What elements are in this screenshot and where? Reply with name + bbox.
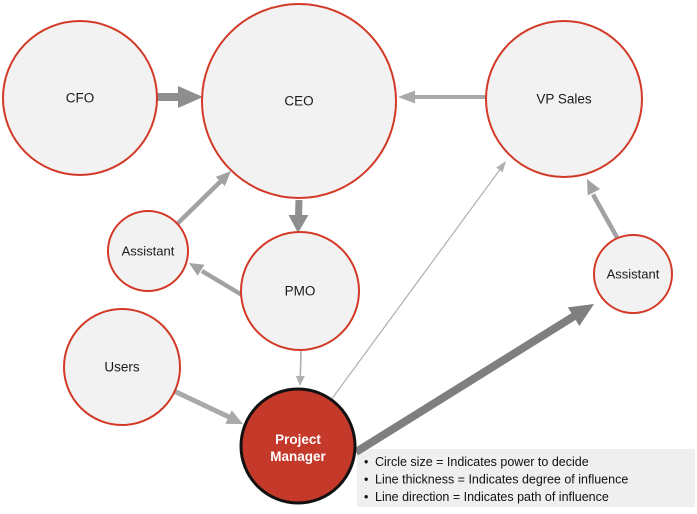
node-ceo-label: CEO xyxy=(284,94,313,109)
node-project-manager-label-line2: Manager xyxy=(270,449,326,464)
node-users-circle xyxy=(63,308,181,426)
node-vp-sales-circle xyxy=(485,20,643,178)
legend-item-line-thickness: Line thickness = Indicates degree of inf… xyxy=(375,473,628,487)
edge-project-manager-to-vp-sales xyxy=(330,161,506,401)
arrowhead-icon xyxy=(178,86,203,108)
node-users-label: Users xyxy=(104,360,140,375)
legend-item-circle-size: Circle size = Indicates power to decide xyxy=(375,455,589,469)
node-cfo-circle xyxy=(2,20,158,176)
arrowhead-icon xyxy=(225,410,243,424)
node-pmo-circle xyxy=(240,231,360,351)
node-assistant-right-circle xyxy=(593,234,673,314)
arrowhead-icon xyxy=(288,215,309,233)
node-project-manager: Project Manager xyxy=(239,387,357,505)
nodes: CFO CEO VP Sales Assistant PMO Users xyxy=(2,3,673,505)
node-vp-sales-label: VP Sales xyxy=(536,92,592,107)
edge-assistant-right-to-vp-sales xyxy=(587,179,621,243)
node-assistant-left-circle xyxy=(107,210,189,292)
node-assistant-right: Assistant xyxy=(593,234,673,314)
node-cfo: CFO xyxy=(2,20,158,176)
node-pmo-label: PMO xyxy=(285,284,316,299)
edge-pmo-to-assistant-left xyxy=(189,263,244,297)
node-ceo: CEO xyxy=(201,3,397,199)
arrowhead-icon xyxy=(215,171,231,187)
node-assistant-left-label: Assistant xyxy=(122,244,175,259)
node-project-manager-label-line1: Project xyxy=(275,432,321,447)
node-pmo: PMO xyxy=(240,231,360,351)
legend-background xyxy=(357,449,695,507)
arrowhead-icon xyxy=(496,161,506,173)
legend-bullet: • xyxy=(364,473,368,487)
edge-vp-sales-to-ceo xyxy=(398,90,486,104)
node-assistant-right-label: Assistant xyxy=(607,267,660,282)
node-ceo-circle xyxy=(201,3,397,199)
legend-bullet: • xyxy=(364,490,368,504)
edge-project-manager-to-assistant-right xyxy=(353,304,594,456)
edge-cfo-to-ceo xyxy=(156,86,203,108)
node-project-manager-circle xyxy=(239,387,357,505)
node-assistant-left: Assistant xyxy=(107,210,189,292)
node-users: Users xyxy=(63,308,181,426)
arrowhead-icon xyxy=(587,179,601,196)
edge-users-to-project-manager xyxy=(172,388,243,424)
edge-assistant-left-to-ceo xyxy=(174,171,231,227)
legend-item-line-direction: Line direction = Indicates path of influ… xyxy=(375,490,609,504)
node-vp-sales: VP Sales xyxy=(485,20,643,178)
legend-bullet: • xyxy=(364,455,368,469)
node-cfo-label: CFO xyxy=(66,91,95,106)
arrowhead-icon xyxy=(567,304,594,326)
edges xyxy=(156,86,621,456)
legend: • Circle size = Indicates power to decid… xyxy=(357,449,695,507)
edge-ceo-to-pmo xyxy=(288,199,309,233)
arrowhead-icon xyxy=(189,263,205,276)
arrowhead-icon xyxy=(398,90,415,104)
edge-pmo-to-project-manager xyxy=(295,350,305,386)
arrowhead-icon xyxy=(295,375,305,386)
